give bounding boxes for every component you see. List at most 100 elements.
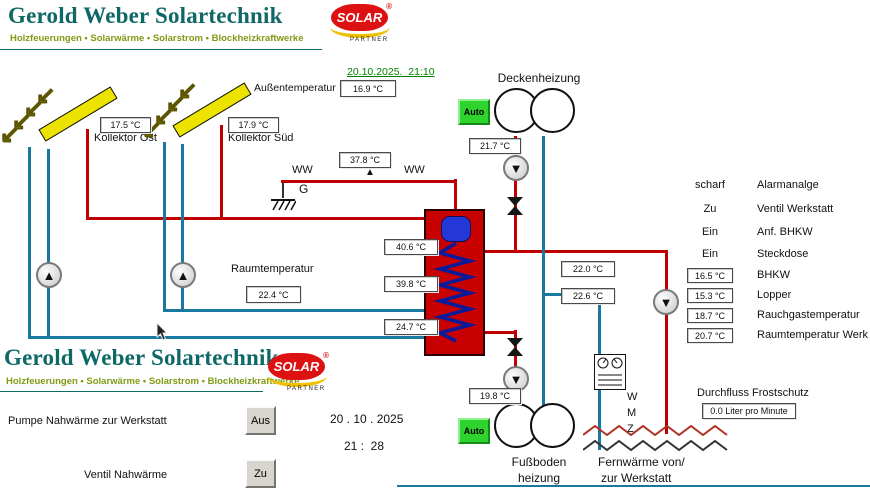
mixing-valve-icon: ▲	[365, 167, 375, 178]
company-title-bottom: Gerold Weber Solartechnik	[4, 345, 279, 370]
hot-pipe-district	[665, 250, 668, 434]
ceiling-heating-label: Deckenheizung	[497, 71, 581, 85]
wmz-letter: M	[627, 407, 637, 419]
ceiling-heating-auto-button[interactable]: Auto	[458, 99, 490, 125]
status-state: Zu	[703, 203, 717, 215]
hot-pipe	[86, 217, 425, 220]
cold-pipe	[598, 388, 601, 450]
ww-label-left: WW	[292, 164, 313, 176]
heat-meter-icon	[594, 354, 626, 390]
hot-pipe	[220, 125, 223, 218]
frost-protection-label: Durchfluss Frostschutz	[697, 387, 809, 399]
logo-partner-text: PARTNER	[287, 386, 326, 392]
sun-ray-icon: ↙	[165, 90, 186, 116]
cold-pipe	[598, 293, 601, 356]
ground-stub	[282, 183, 284, 198]
cold-pipe	[28, 147, 31, 339]
district-heat-label-2: zur Werkstatt	[601, 471, 672, 485]
floor-heating-label-2: heizung	[517, 471, 561, 485]
floor-heating-auto-button[interactable]: Auto	[458, 418, 490, 444]
hot-pipe	[483, 331, 516, 334]
cold-pipe-return	[542, 136, 545, 407]
cold-pipe	[181, 144, 184, 312]
collector-south-label: Kollektor Süd	[228, 132, 294, 144]
pump-icon: ▲	[170, 262, 196, 288]
floor-heating-label-1: Fußboden	[511, 455, 567, 469]
company-subtitle-bottom: Holzfeuerungen • Solarwärme • Solarstrom…	[6, 376, 300, 387]
tank-temp-bottom: 24.7 °C	[384, 319, 438, 335]
pump-icon: ▼	[503, 155, 529, 181]
status-state: Ein	[702, 226, 718, 238]
heat-exchanger-coil-icon	[433, 241, 477, 343]
tank-top-water-icon	[441, 216, 471, 242]
district-heat-label-1: Fernwärme von/	[598, 455, 685, 469]
radiator-circle-icon	[494, 403, 539, 448]
status-temp-value: 15.3 °C	[687, 288, 733, 303]
cold-pipe	[163, 142, 166, 312]
hot-pipe-ww	[281, 180, 455, 183]
hot-pipe	[86, 129, 89, 218]
status-temp-label: Raumtemperatur Werk	[757, 329, 869, 341]
logo-swoosh	[267, 365, 327, 387]
heating-circuit-icon	[494, 403, 575, 448]
logo-swoosh	[330, 16, 390, 38]
radiator-circle-icon	[530, 403, 575, 448]
valve-district-closed-button[interactable]: Zu	[245, 459, 276, 488]
sun-ray-icon: ↙	[177, 77, 198, 103]
status-temp-label: Lopper	[757, 289, 792, 301]
room-temp-label: Raumtemperatur	[231, 263, 314, 275]
logo-partner-text: PARTNER	[350, 37, 389, 43]
frost-protection-value: 0.0 Liter pro Minute	[702, 403, 796, 419]
room-temp-value: 22.4 °C	[246, 286, 301, 303]
header-divider	[0, 49, 322, 50]
status-state: Ein	[702, 248, 718, 260]
status-label: Ventil Werkstatt	[757, 203, 834, 215]
time-display-bottom: 21 : 28	[344, 439, 385, 453]
hot-pipe-ceiling-heating	[514, 136, 517, 252]
logo-solar-text: SOLAR	[268, 353, 325, 380]
ceiling-supply-temp: 21.7 °C	[469, 138, 521, 154]
status-label: Anf. BHKW	[757, 226, 813, 238]
ww-temp-value: 37.8 °C	[339, 152, 391, 168]
status-temp-label: BHKW	[757, 269, 790, 281]
company-title: Gerold Weber Solartechnik	[8, 3, 283, 28]
solar-partner-logo: SOLAR PARTNER ®	[330, 2, 392, 50]
cold-pipe	[28, 336, 426, 339]
pump-district-off-button[interactable]: Aus	[245, 406, 276, 435]
logo-registered-mark: ®	[323, 351, 329, 360]
sun-ray-icon: ↙	[11, 108, 32, 134]
logo-solar-text: SOLAR	[331, 4, 388, 31]
tank-temp-top: 40.6 °C	[384, 239, 438, 255]
datetime-display: 20.10.2025. 21:10	[347, 66, 435, 78]
hot-pipe	[454, 179, 457, 210]
ground-label: G	[299, 182, 309, 196]
pump-district-label: Pumpe Nahwärme zur Werkstatt	[8, 415, 167, 427]
status-state: scharf	[695, 179, 725, 191]
district-heat-lines-icon	[583, 425, 728, 452]
sun-ray-icon: ↙	[23, 95, 44, 121]
solar-partner-logo-bottom: SOLAR PARTNER ®	[267, 351, 329, 399]
pump-icon: ▲	[36, 262, 62, 288]
status-temp-value: 18.7 °C	[687, 308, 733, 323]
outdoor-temp-label: Außentemperatur	[254, 82, 336, 94]
collector-east-temp: 17.5 °C	[100, 117, 151, 133]
radiator-circle-icon	[530, 88, 575, 133]
status-temp-value: 20.7 °C	[687, 328, 733, 343]
pump-icon: ▼	[653, 289, 679, 315]
outdoor-temp-value: 16.9 °C	[340, 80, 396, 97]
sun-ray-icon: ↙	[35, 82, 56, 108]
footer-divider	[0, 391, 263, 392]
line-temp-1: 22.0 °C	[561, 261, 615, 277]
ground-icon	[271, 199, 296, 211]
cold-pipe-bottom-edge	[397, 485, 870, 487]
ww-label-right: WW	[404, 164, 425, 176]
status-label: Steckdose	[757, 248, 809, 260]
tank-temp-mid: 39.8 °C	[384, 276, 438, 292]
collector-east-label: Kollektor Ost	[94, 132, 157, 144]
floor-supply-temp: 19.8 °C	[469, 388, 521, 404]
sun-ray-icon: ↙	[0, 121, 20, 147]
date-display-bottom: 20 . 10 . 2025	[330, 412, 404, 426]
valve-icon	[507, 197, 523, 215]
status-temp-value: 16.5 °C	[687, 268, 733, 283]
